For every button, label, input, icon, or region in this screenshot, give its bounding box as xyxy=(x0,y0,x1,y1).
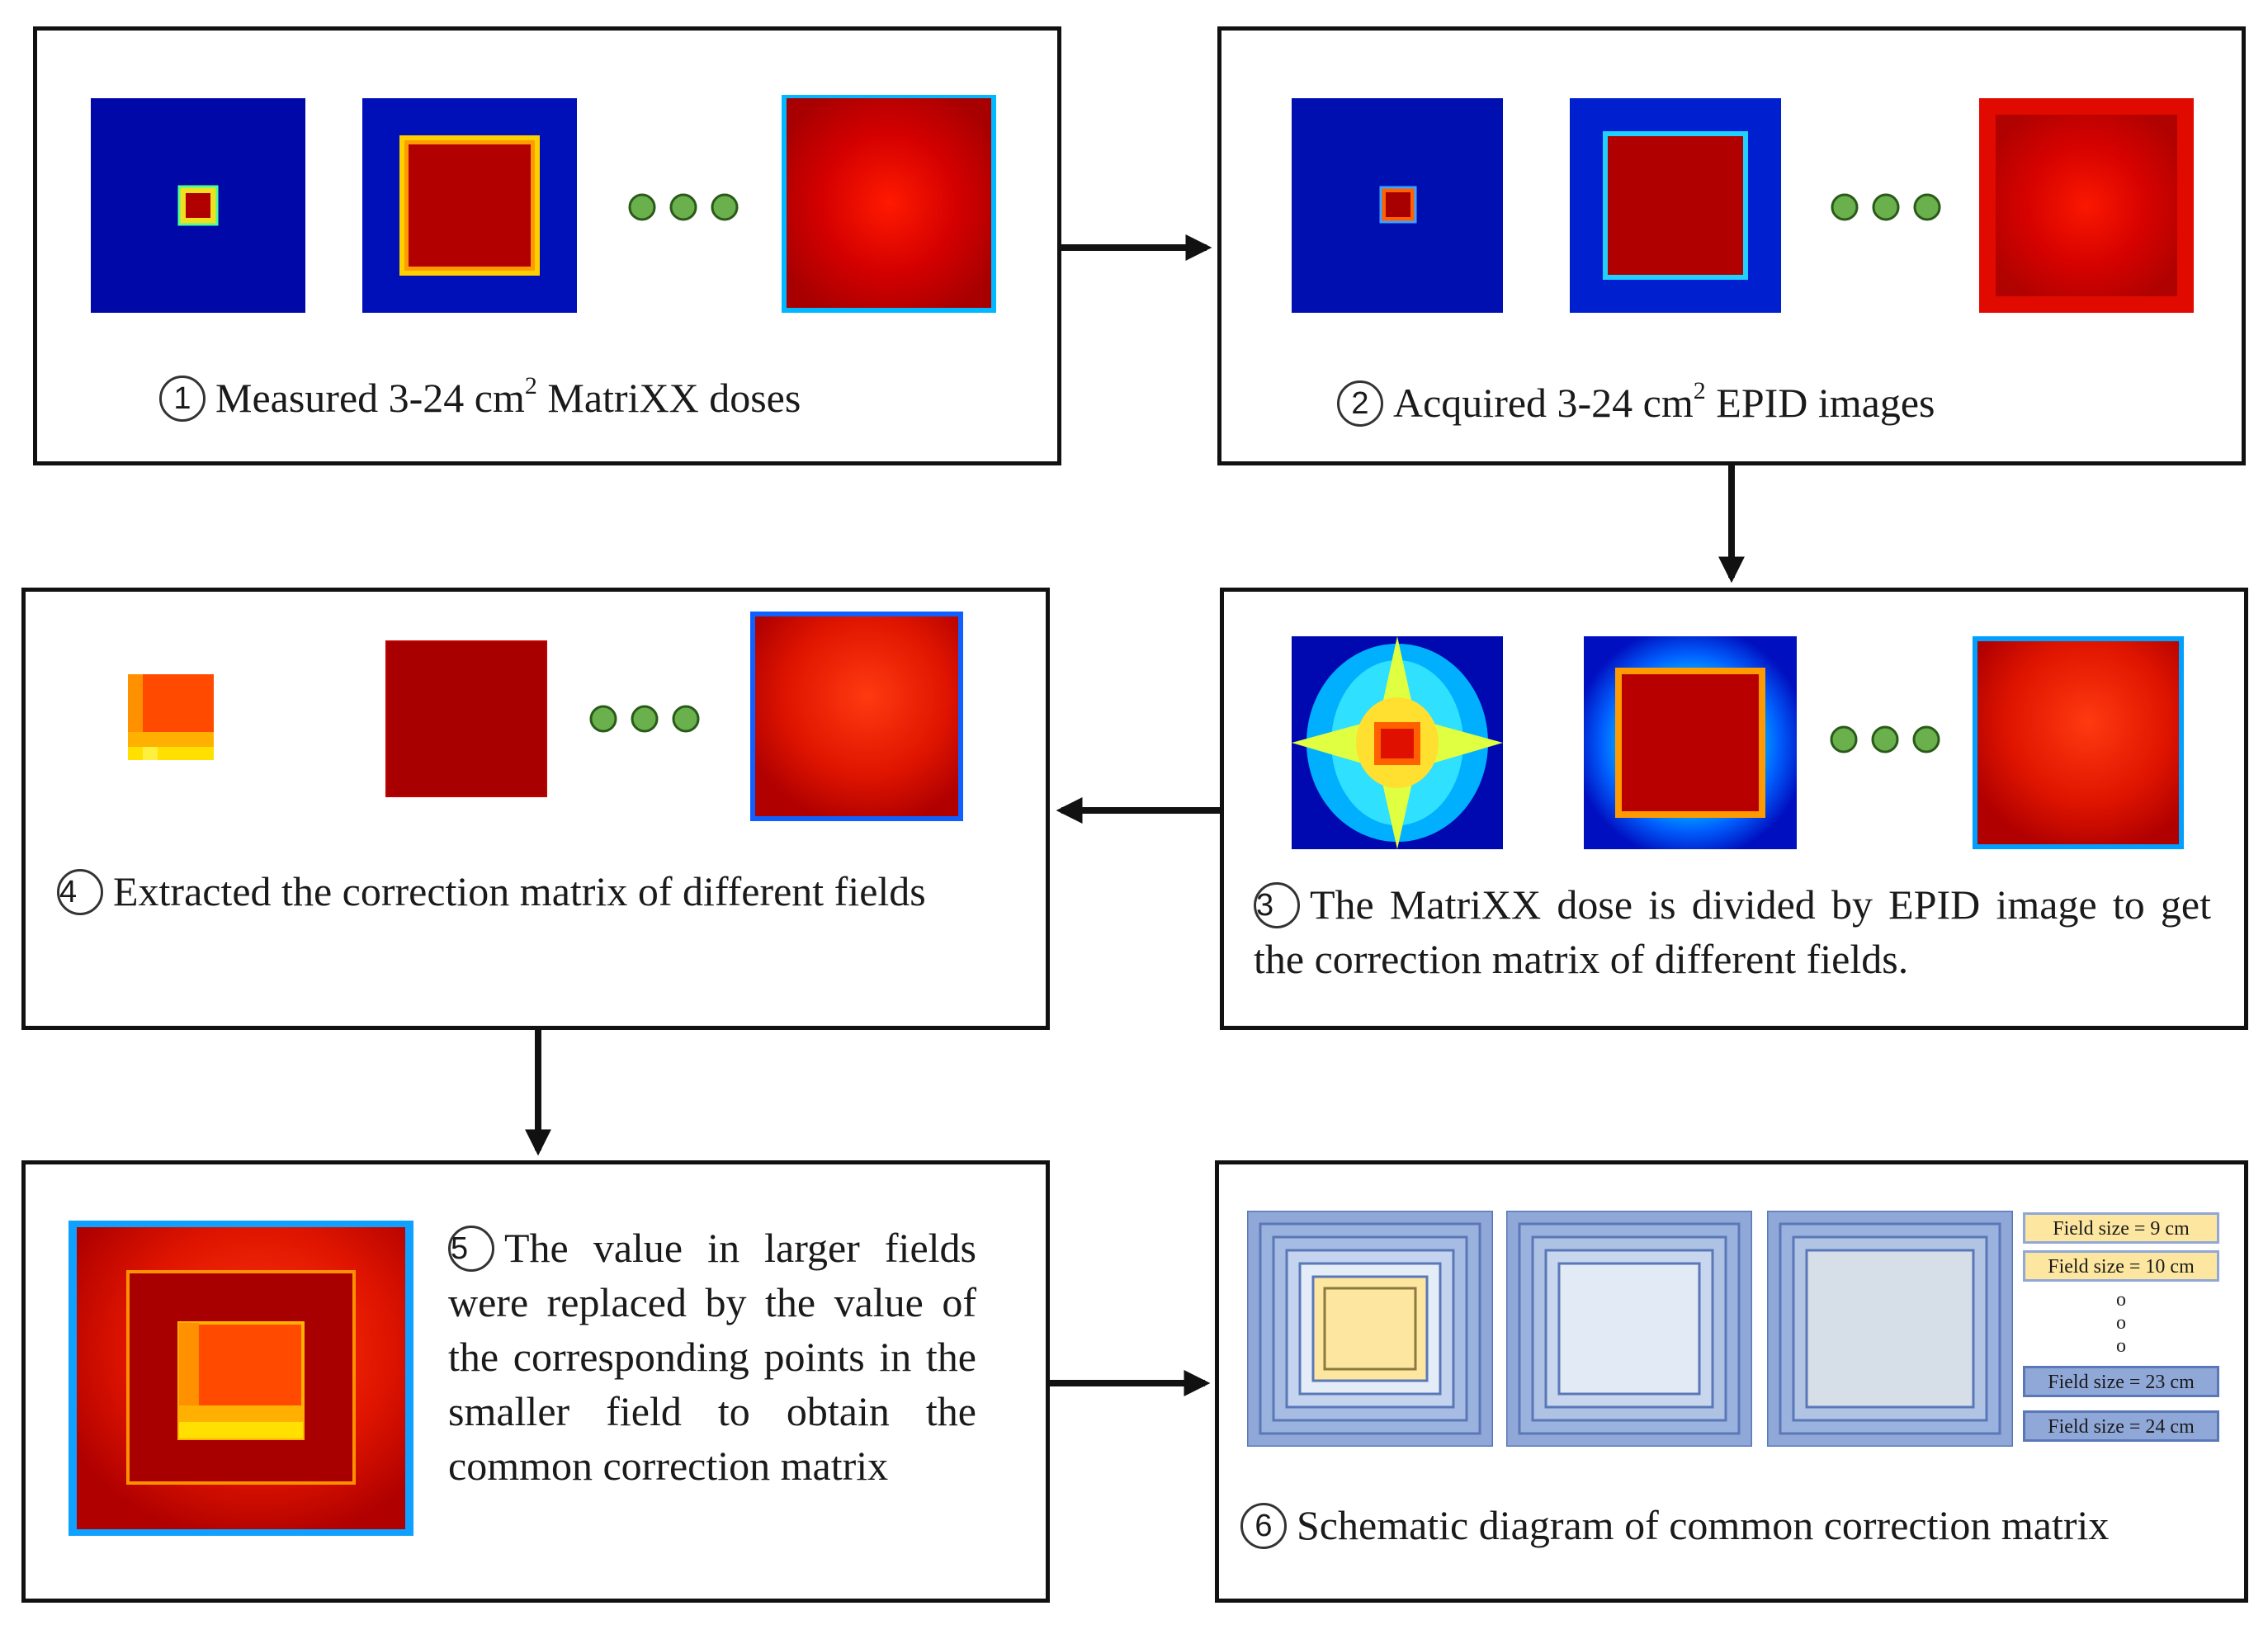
step-2-superscript: 2 xyxy=(1693,377,1706,404)
step-6-panel: Field size = 9 cm Field size = 10 cm o o… xyxy=(1215,1160,2248,1603)
step-5-text: The value in larger fields were replaced… xyxy=(448,1225,976,1489)
step-1-number: 1 xyxy=(159,376,206,422)
vertical-ellipsis: o o o xyxy=(2023,1288,2219,1358)
ratio-matrix-large-field xyxy=(1973,636,2184,849)
step-1-text-end: MatriXX doses xyxy=(536,375,801,421)
matrixx-dose-medium-field xyxy=(362,98,577,313)
ellipsis-mark: o xyxy=(2116,1335,2126,1357)
matrixx-dose-large-field xyxy=(782,95,996,313)
ellipsis-dots xyxy=(626,191,741,224)
correction-matrix-medium-field xyxy=(385,640,547,797)
step-6-text: Schematic diagram of common correction m… xyxy=(1297,1502,2110,1548)
step-2-number: 2 xyxy=(1337,380,1383,427)
step-6-number: 6 xyxy=(1240,1503,1287,1549)
ellipsis-mark: o xyxy=(2116,1289,2126,1311)
epid-image-large-field xyxy=(1979,98,2194,313)
field-size-label-10: Field size = 10 cm xyxy=(2023,1250,2219,1282)
epid-image-small-field xyxy=(1292,98,1503,313)
schematic-nested-fields-2 xyxy=(1506,1211,1752,1447)
field-size-legend: Field size = 9 cm Field size = 10 cm o o… xyxy=(2023,1212,2219,1447)
step-2-text: Acquired 3-24 cm xyxy=(1393,380,1694,426)
step-3-number: 3 xyxy=(1254,882,1300,928)
matrixx-dose-small-field xyxy=(91,98,305,313)
field-size-label-23: Field size = 23 cm xyxy=(2023,1366,2219,1397)
ratio-matrix-medium-field xyxy=(1584,636,1797,849)
ratio-matrix-small-field xyxy=(1292,636,1503,849)
ellipsis-dots xyxy=(587,702,702,735)
schematic-nested-fields-3 xyxy=(1767,1211,2013,1447)
field-size-label-9: Field size = 9 cm xyxy=(2023,1212,2219,1244)
step-4-text: Extracted the correction matrix of diffe… xyxy=(113,868,926,914)
step-3-text: The MatriXX dose is divided by EPID imag… xyxy=(1254,881,2211,982)
correction-matrix-small-field xyxy=(128,674,214,760)
step-2-text-end: EPID images xyxy=(1705,380,1935,426)
step-4-number: 4 xyxy=(57,869,103,915)
epid-image-medium-field xyxy=(1570,98,1781,313)
common-correction-matrix-heatmap xyxy=(69,1221,413,1536)
ellipsis-dots xyxy=(1827,723,1943,756)
ellipsis-mark: o xyxy=(2116,1312,2126,1334)
step-5-number: 5 xyxy=(448,1226,494,1272)
step-1-superscript: 2 xyxy=(524,372,537,399)
step-1-text: Measured 3-24 cm xyxy=(215,375,525,421)
schematic-nested-fields-1 xyxy=(1247,1211,1493,1447)
field-size-label-24: Field size = 24 cm xyxy=(2023,1410,2219,1442)
ellipsis-dots xyxy=(1828,191,1944,224)
correction-matrix-large-field xyxy=(750,612,963,821)
